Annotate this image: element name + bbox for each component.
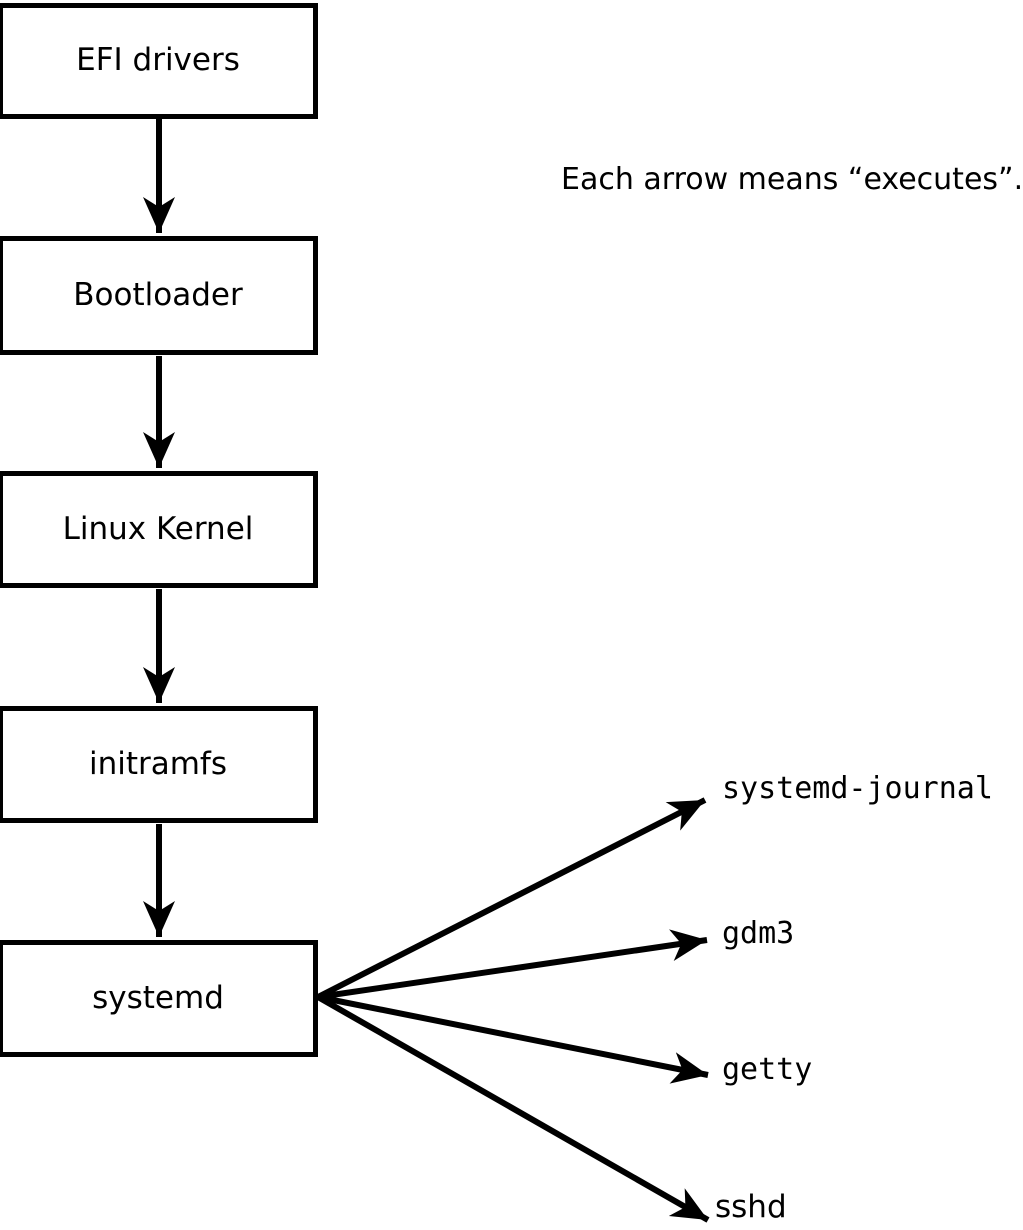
- arrow-systemd-to-gdm3: [317, 929, 708, 1000]
- box-efi-drivers-label: EFI drivers: [76, 42, 240, 79]
- box-systemd-label: systemd: [92, 979, 224, 1016]
- box-bootloader-label: Bootloader: [73, 276, 243, 313]
- target-label-systemd-journal: systemd-journal: [722, 771, 993, 806]
- box-efi-drivers: EFI drivers: [0, 3, 318, 119]
- target-label-gdm3: gdm3: [722, 916, 795, 951]
- target-label-sshd: sshd: [715, 1189, 787, 1225]
- box-bootloader: Bootloader: [0, 236, 318, 355]
- legend-note: Each arrow means “executes”.: [561, 162, 1023, 197]
- arrow-systemd-to-journal: [316, 797, 707, 1000]
- box-linux-kernel: Linux Kernel: [0, 471, 318, 588]
- box-initramfs-label: initramfs: [88, 745, 228, 782]
- box-initramfs: initramfs: [0, 706, 318, 823]
- box-systemd: systemd: [0, 940, 318, 1057]
- arrow-systemd-to-sshd: [316, 994, 710, 1223]
- target-label-getty: getty: [722, 1052, 813, 1087]
- box-linux-kernel-label: Linux Kernel: [62, 510, 254, 547]
- arrow-systemd-to-getty: [317, 994, 709, 1084]
